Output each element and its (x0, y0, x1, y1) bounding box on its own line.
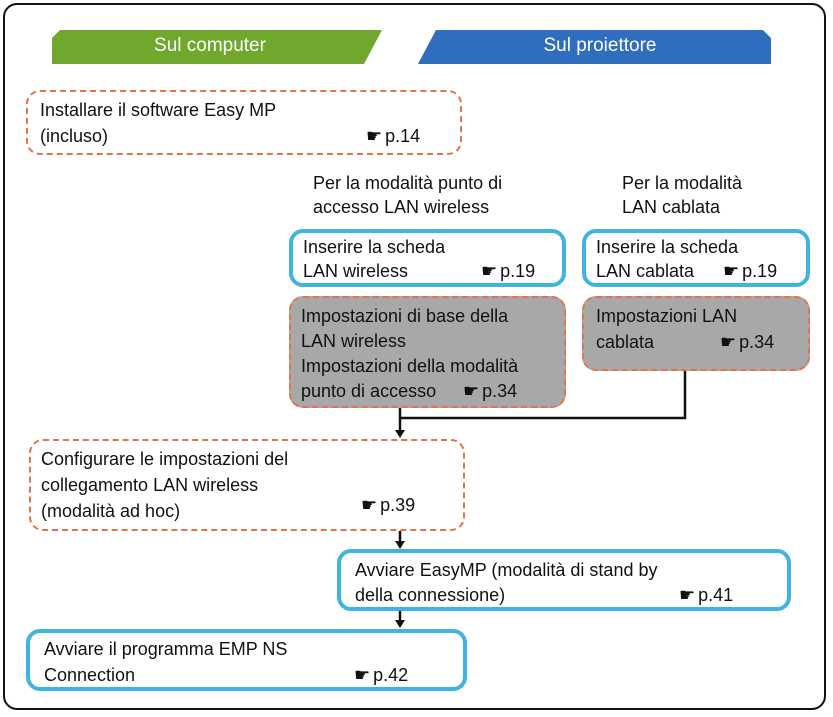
wireless-settings-line1: Impostazioni di base della (301, 306, 509, 326)
easymp-ref: ☛p.41 (679, 585, 734, 605)
insert-wireless-card-box: Inserire la scheda LAN wireless ☛p.19 (289, 229, 566, 287)
wireless-card-line1: Inserire la scheda (303, 237, 446, 257)
tab-computer-shape (52, 30, 382, 64)
configure-line3: (modalità ad hoc) (41, 501, 181, 521)
emp-line1: Avviare il programma EMP NS (44, 639, 288, 659)
insert-wired-card-box: Inserire la scheda LAN cablata ☛p.19 (582, 229, 810, 287)
wireless-card-line2: LAN wireless (303, 261, 409, 281)
start-easymp-box: Avviare EasyMP (modalità di stand by del… (337, 549, 791, 611)
install-ref: ☛p.14 (366, 126, 421, 146)
configure-line1: Configurare le impostazioni del (41, 449, 289, 469)
wired-card-ref: ☛p.19 (723, 261, 778, 281)
emp-line2: Connection (44, 665, 136, 685)
wireless-settings-line4: punto di accesso (301, 381, 437, 401)
install-software-box: Installare il software Easy MP (incluso)… (26, 90, 462, 155)
wireless-mode-heading: Per la modalità punto di accesso LAN wir… (313, 173, 503, 217)
wired-settings-box: Impostazioni LAN cablata ☛p.34 (582, 296, 810, 371)
configure-ref: ☛p.39 (361, 495, 416, 515)
wireless-settings-line2: LAN wireless (301, 331, 407, 351)
pointer-hand-icon: ☛ (679, 585, 696, 605)
wired-settings-line1: Impostazioni LAN (596, 306, 738, 326)
diagram-frame (3, 3, 826, 710)
wireless-settings-line3: Impostazioni della modalità (301, 356, 519, 376)
pointer-hand-icon: ☛ (463, 381, 480, 401)
pointer-hand-icon: ☛ (720, 332, 737, 352)
start-emp-ns-connection-box: Avviare il programma EMP NS Connection ☛… (26, 629, 467, 691)
wired-settings-line2: cablata (596, 332, 655, 352)
easymp-line2: della connessione) (355, 585, 506, 605)
configure-wireless-box: Configurare le impostazioni del collegam… (29, 439, 465, 531)
configure-line2: collegamento LAN wireless (41, 475, 259, 495)
wireless-settings-box: Impostazioni di base della LAN wireless … (289, 296, 566, 408)
wired-settings-ref: ☛p.34 (720, 332, 775, 352)
install-line2: (incluso) (40, 126, 109, 146)
wired-mode-heading: Per la modalità LAN cablata (622, 173, 743, 217)
pointer-hand-icon: ☛ (481, 261, 498, 281)
pointer-hand-icon: ☛ (366, 126, 383, 146)
pointer-hand-icon: ☛ (723, 261, 740, 281)
install-line1: Installare il software Easy MP (40, 100, 277, 120)
tab-computer: Sul computer (154, 35, 266, 56)
pointer-hand-icon: ☛ (354, 665, 371, 685)
pointer-hand-icon: ☛ (361, 495, 378, 515)
easymp-line1: Avviare EasyMP (modalità di stand by (355, 560, 658, 580)
wireless-card-ref: ☛p.19 (481, 261, 536, 281)
tab-projector: Sul proiettore (543, 35, 657, 56)
wireless-settings-ref: ☛p.34 (463, 381, 518, 401)
emp-ref: ☛p.42 (354, 665, 409, 685)
wired-card-line1: Inserire la scheda (596, 237, 739, 257)
arrow-heads (395, 430, 405, 628)
connector-lines (398, 371, 687, 621)
tab-projector-shape (418, 30, 771, 64)
wired-card-line2: LAN cablata (596, 261, 695, 281)
